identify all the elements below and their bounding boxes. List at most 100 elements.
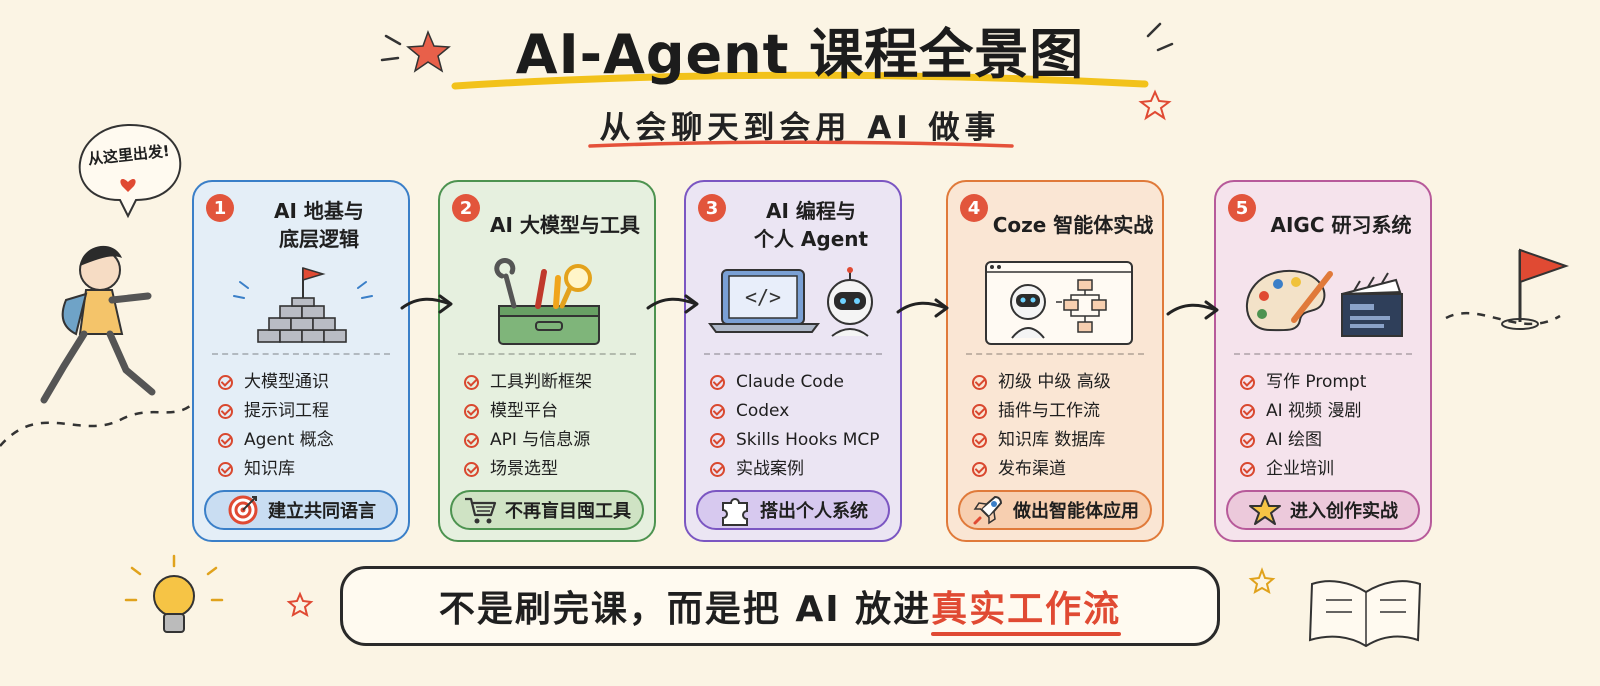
card-topic-item: Agent 概念 <box>218 426 334 455</box>
card-number-badge: 3 <box>698 194 726 222</box>
card-number-badge: 1 <box>206 194 234 222</box>
card-outcome-label: 搭出个人系统 <box>760 501 868 522</box>
card-outcome-pill: 建立共同语言 <box>204 490 398 530</box>
kid-hair <box>80 245 122 266</box>
card-topic-label: 知识库 <box>244 459 295 479</box>
check-circle-icon <box>1240 375 1255 390</box>
card-header: 1 AI 地基与底层逻辑 <box>206 190 400 260</box>
course-card-2: 2 AI 大模型与工具 工具判断框架模型平台 API 与信息源场景选型 不再盲目囤… <box>438 180 656 542</box>
card-topic-item: Codex <box>710 397 880 426</box>
card-topic-label: Skills Hooks MCP <box>736 430 880 450</box>
card-divider <box>966 353 1144 355</box>
heart-icon <box>120 179 136 192</box>
check-circle-icon <box>710 462 725 477</box>
card-topic-item: 场景选型 <box>464 455 592 484</box>
card-topic-item: 实战案例 <box>710 455 880 484</box>
card-number-badge: 4 <box>960 194 988 222</box>
card-topic-label: 提示词工程 <box>244 401 329 421</box>
check-circle-icon <box>972 462 987 477</box>
palette-clapper-icon <box>1246 269 1403 337</box>
banner-highlight: 真实工作流 <box>931 580 1122 636</box>
card-header: 3 AI 编程与个人 Agent <box>698 190 892 260</box>
check-circle-icon <box>710 433 725 448</box>
card-topic-item: Claude Code <box>710 368 880 397</box>
puzzle-icon <box>722 498 748 526</box>
card-topic-item: 初级 中级 高级 <box>972 368 1111 397</box>
card-topic-item: 大模型通识 <box>218 368 334 397</box>
open-book-lines <box>1326 592 1406 646</box>
page-subtitle: 从会聊天到会用 AI 做事 <box>599 110 1001 146</box>
card-title-line2: 个人 Agent <box>753 227 869 251</box>
toolbox-icon <box>494 258 600 345</box>
card-header: 5 AIGC 研习系统 <box>1228 190 1422 260</box>
card-number-badge: 2 <box>452 194 480 222</box>
card-topic-label: Agent 概念 <box>244 430 334 450</box>
card-topic-label: 模型平台 <box>490 401 558 421</box>
lightbulb-icon <box>153 575 195 617</box>
star-icon <box>286 591 314 618</box>
next-step-arrow-icon <box>400 294 453 314</box>
card-title-line1: AI 地基与 <box>274 199 364 223</box>
card-topic-item: AI 视频 漫剧 <box>1240 397 1366 426</box>
course-card-4: 4 Coze 智能体实战 初级 中级 高级插件与工作流知识库 数据库发布渠道 做… <box>946 180 1164 542</box>
card-title-line2: 底层逻辑 <box>279 227 359 251</box>
laptop-robot-icon: </> <box>708 267 873 337</box>
check-circle-icon <box>710 404 725 419</box>
card-outcome-pill: 搭出个人系统 <box>696 490 890 530</box>
goal-flag-base <box>1501 318 1539 330</box>
card-divider <box>458 353 636 355</box>
open-book-icon <box>1308 580 1422 648</box>
card-topic-item: 知识库 <box>218 455 334 484</box>
check-circle-icon <box>464 404 479 419</box>
svg-text:</>: </> <box>745 285 781 309</box>
card-topic-label: Codex <box>736 401 790 421</box>
card-outcome-pill: 做出智能体应用 <box>958 490 1152 530</box>
lightbulb-rays <box>124 554 224 602</box>
card-outcome-label: 不再盲目囤工具 <box>505 501 631 522</box>
card-topic-item: 工具判断框架 <box>464 368 592 397</box>
card-title: AI 大模型与工具 <box>480 211 646 239</box>
star-icon <box>1138 89 1172 121</box>
check-circle-icon <box>972 404 987 419</box>
course-card-5: 5 AIGC 研习系统 写作 Prompt AI 视频 漫剧 AI 绘图企业培训 进… <box>1214 180 1432 542</box>
pyramid-flag-icon <box>233 266 373 343</box>
card-divider <box>704 353 882 355</box>
card-topic-item: 写作 Prompt <box>1240 368 1366 397</box>
card-topic-label: AI 绘图 <box>1266 430 1323 450</box>
check-circle-icon <box>1240 404 1255 419</box>
card-topic-list: 初级 中级 高级插件与工作流知识库 数据库发布渠道 <box>972 368 1111 484</box>
card-header: 4 Coze 智能体实战 <box>960 190 1154 260</box>
card-topic-label: AI 视频 漫剧 <box>1266 401 1362 421</box>
star-icon <box>1249 495 1281 525</box>
card-topic-label: 知识库 数据库 <box>998 430 1106 450</box>
card-divider <box>212 353 390 355</box>
card-topic-label: 工具判断框架 <box>490 372 592 392</box>
next-step-arrow-icon <box>646 294 699 314</box>
check-circle-icon <box>464 462 479 477</box>
dashed-path <box>0 404 191 447</box>
card-header: 2 AI 大模型与工具 <box>452 190 646 260</box>
check-circle-icon <box>1240 433 1255 448</box>
banner-text: 不是刷完课，而是把 AI 放进 <box>438 589 932 630</box>
check-circle-icon <box>218 462 233 477</box>
card-outcome-pill: 不再盲目囤工具 <box>450 490 644 530</box>
dashed-path <box>1445 312 1561 326</box>
subtitle-underline <box>588 140 1014 148</box>
card-topic-list: 大模型通识提示词工程 Agent 概念知识库 <box>218 368 334 484</box>
card-topic-label: API 与信息源 <box>490 430 591 450</box>
goal-flag-icon <box>1519 248 1570 284</box>
card-topic-item: Skills Hooks MCP <box>710 426 880 455</box>
card-topic-label: 大模型通识 <box>244 372 329 392</box>
card-topic-item: 企业培训 <box>1240 455 1366 484</box>
card-title-line1: AI 大模型与工具 <box>490 213 640 237</box>
card-topic-item: 知识库 数据库 <box>972 426 1111 455</box>
star-icon <box>406 29 451 73</box>
lightbulb-base <box>163 613 185 633</box>
card-topic-item: API 与信息源 <box>464 426 592 455</box>
card-title: Coze 智能体实战 <box>988 211 1154 239</box>
title-underline <box>451 71 1149 90</box>
check-circle-icon <box>464 433 479 448</box>
card-outcome-label: 进入创作实战 <box>1290 501 1398 522</box>
